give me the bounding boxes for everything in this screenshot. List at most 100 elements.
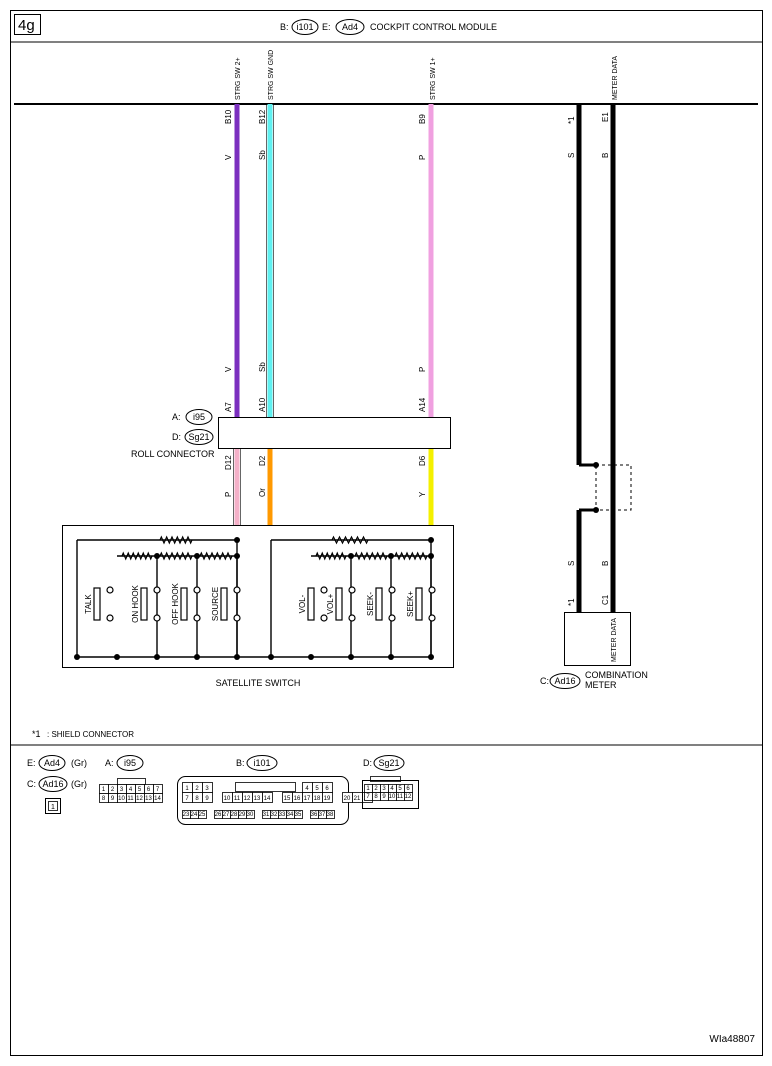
conn-b-pin: 10 — [224, 796, 231, 802]
meter-pin-bottom: C1 — [601, 594, 610, 605]
conn-d-pin: 2 — [374, 786, 378, 792]
conn-b-pin: 18 — [314, 796, 321, 802]
sw-junction-top — [234, 537, 240, 543]
conn-b-row3-pin: 32 — [271, 812, 278, 818]
conn-a-pin: 3 — [120, 787, 124, 793]
conn-a-pin: 12 — [136, 796, 143, 802]
section-label: 4g — [18, 17, 35, 34]
meter-badge-shape — [549, 673, 581, 689]
conn-c-pin: 1 — [51, 804, 55, 811]
conn-b-row3-pin: 23 — [183, 812, 190, 818]
conn-b-row3-pin: 30 — [247, 812, 254, 818]
conn-b-row3-pin: 33 — [279, 812, 286, 818]
sw-junction-ladder — [388, 553, 394, 559]
w3-pin-top: B9 — [418, 114, 427, 124]
sw-junction-ladder — [194, 553, 200, 559]
switch-contact-bottom — [193, 614, 201, 622]
conn-d-prefix: D: — [363, 758, 372, 768]
sw-junction-ladder — [348, 553, 354, 559]
sw-junction-bus — [308, 654, 314, 660]
conn-d-pin: 6 — [406, 786, 410, 792]
conn-a-pin: 6 — [147, 787, 151, 793]
w3-pin-roll-bottom: D6 — [418, 455, 427, 466]
conn-a-pin: 11 — [127, 796, 134, 802]
shield-pin-bottom: *1 — [567, 598, 576, 606]
roll-badge-a: i95 — [193, 412, 205, 422]
conn-a-pin: 1 — [102, 787, 106, 793]
sw-junction-bus — [154, 654, 160, 660]
conn-b-pin: 13 — [254, 796, 261, 802]
conn-a-pin: 13 — [145, 796, 152, 802]
switch-actuator — [140, 587, 148, 621]
sw-junction-ladder — [154, 553, 160, 559]
sw-junction-bus — [74, 654, 80, 660]
conn-a-pin: 4 — [129, 787, 133, 793]
meter-name-line2: METER — [585, 680, 617, 690]
conn-a-pin: 14 — [154, 796, 161, 802]
w1-pin-roll-top: A7 — [224, 402, 233, 412]
sw-junction-bus — [194, 654, 200, 660]
roll-connector-box — [218, 417, 451, 449]
conn-b-row3-pin: 29 — [239, 812, 246, 818]
conn-b-pin: 8 — [195, 796, 199, 802]
conn-a-pin: 2 — [111, 787, 115, 793]
module-badge-e: Ad4 — [342, 22, 358, 32]
w2-pin-roll-bottom: D2 — [258, 455, 267, 466]
legend-symbol: *1 — [32, 729, 41, 739]
conn-b-row3-pin: 35 — [295, 812, 302, 818]
satellite-switch-box — [62, 525, 454, 668]
module-prefix-e: E: — [322, 22, 331, 32]
conn-e-badge: Ad4 — [44, 758, 60, 768]
conn-b-row3-pin: 37 — [319, 812, 326, 818]
conn-b-row3-pin: 34 — [287, 812, 294, 818]
sw-right-resistor-2 — [354, 551, 388, 561]
switch-contact-bottom — [388, 614, 396, 622]
signal-strg-sw-2: STRG SW 2+ — [235, 57, 242, 100]
switch-contact-top — [106, 586, 114, 594]
roll-badge-d: Sg21 — [188, 432, 209, 442]
conn-d-pin: 5 — [398, 786, 402, 792]
sw-left-resistor-top — [159, 535, 193, 545]
conn-b-pin: 15 — [284, 796, 291, 802]
switch-actuator — [375, 587, 383, 621]
sw-junction-bus — [348, 654, 354, 660]
switch-label-vol-: VOL+ — [326, 593, 335, 614]
conn-a-pin: 9 — [111, 796, 115, 802]
conn-d-housing — [362, 780, 419, 809]
conn-d-badge: Sg21 — [378, 758, 399, 768]
module-prefix-b: B: — [280, 22, 289, 32]
shield-pin-top: *1 — [567, 116, 576, 124]
w3-pin-roll-top: A14 — [418, 397, 427, 412]
sw-junction-bus — [388, 654, 394, 660]
conn-b-row3-pin: 31 — [263, 812, 270, 818]
conn-e-badge-shape — [38, 755, 66, 771]
module-badge-e-shape — [335, 19, 365, 35]
meter-color-bottom: B — [601, 561, 610, 566]
conn-b-badge-shape — [246, 755, 278, 771]
sw-right-resistor-1 — [315, 551, 347, 561]
roll-badge-a-shape — [185, 409, 213, 425]
combination-meter-box — [564, 612, 631, 666]
signal-strg-sw-1: STRG SW 1+ — [430, 57, 437, 100]
switch-actuator — [220, 587, 228, 621]
page-frame — [10, 10, 763, 1056]
conn-a-prefix: A: — [105, 758, 114, 768]
meter-badge: Ad16 — [554, 676, 575, 686]
conn-b-pin: 14 — [264, 796, 271, 802]
w1-pin-roll-bottom: D12 — [224, 455, 233, 470]
conn-b-cell — [322, 792, 333, 803]
conn-b-row3-pin: 26 — [215, 812, 222, 818]
roll-prefix-a: A: — [172, 412, 181, 422]
conn-d-pin: 10 — [389, 794, 396, 800]
w1-color-mid: V — [224, 366, 233, 372]
switch-actuator — [180, 587, 188, 621]
conn-b-row3-pin: 27 — [223, 812, 230, 818]
conn-b-pin: 20 — [344, 796, 351, 802]
sw-left-resistor-3 — [199, 551, 233, 561]
switch-contact-top — [388, 586, 396, 594]
conn-c-prefix: C: — [27, 779, 36, 789]
conn-b-pin: 19 — [324, 796, 331, 802]
sw-right-resistor-3 — [394, 551, 428, 561]
